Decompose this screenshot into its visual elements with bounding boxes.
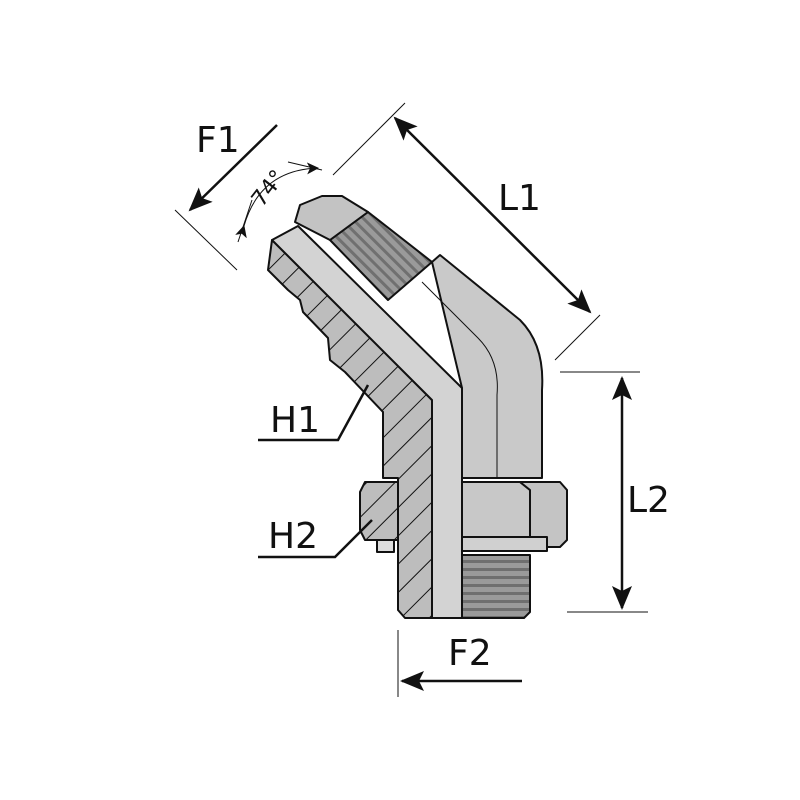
label-h1: H1 (270, 400, 320, 441)
lower-thread (461, 554, 531, 619)
seal-ring (359, 481, 399, 541)
dimension-l2: L2 (560, 371, 670, 613)
label-h2: H2 (268, 516, 318, 557)
label-l2: L2 (627, 480, 670, 521)
label-angle: 74° (247, 166, 291, 212)
dimension-f1: F1 (174, 120, 278, 271)
label-l1: L1 (498, 178, 541, 219)
label-f2: F2 (448, 633, 492, 674)
dimension-l1: L1 (332, 102, 601, 361)
callout-h2: H2 (258, 516, 373, 559)
callout-h1: H1 (258, 384, 370, 442)
washer (461, 536, 548, 552)
dimension-f2: F2 (397, 630, 522, 697)
label-f1: F1 (196, 120, 240, 161)
